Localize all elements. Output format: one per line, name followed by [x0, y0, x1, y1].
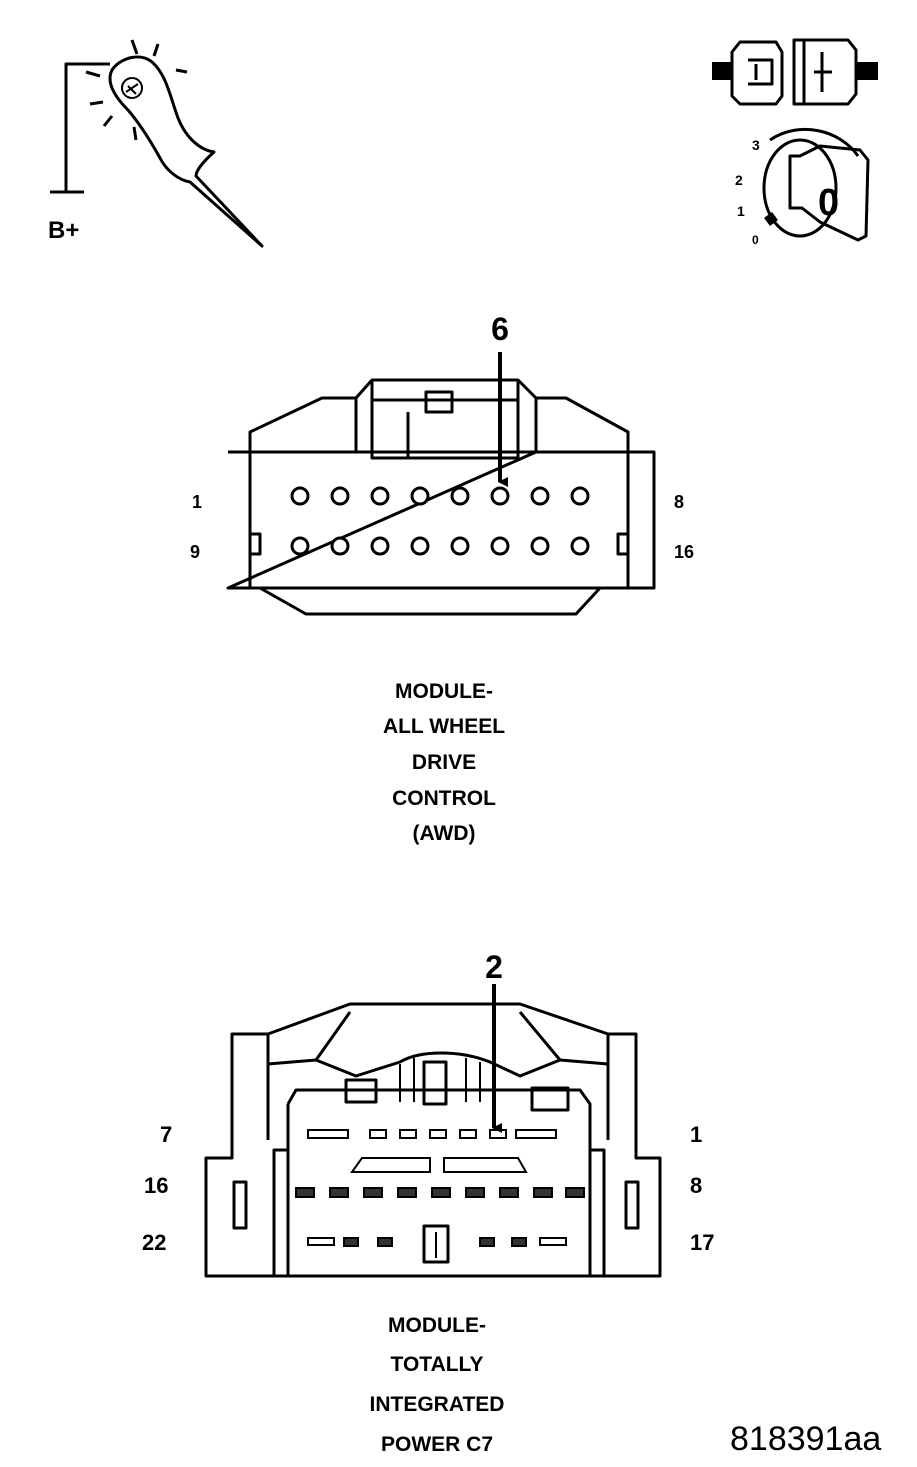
tipm-large-slot-right: [443, 1157, 528, 1173]
tipm-pin-cavity-15: [329, 1187, 349, 1198]
awd-row-label-16: 16: [674, 542, 694, 562]
awd-pointer-label: 6: [491, 311, 509, 347]
tipm-row-label-1: 1: [690, 1122, 702, 1147]
tipm-row-label-17: 17: [690, 1230, 714, 1255]
ignition-position-1: 1: [737, 203, 745, 219]
tipm-row-label-16: 16: [144, 1173, 168, 1198]
tipm-large-slot-left: [350, 1157, 431, 1173]
tipm-pin-cavity-4: [429, 1129, 447, 1139]
awd-connector: [226, 378, 656, 616]
awd-row-label-9: 9: [190, 542, 200, 562]
b-plus-label: B+: [48, 217, 79, 244]
awd-pin-cavity-5: [450, 486, 470, 506]
tipm-pin-cavity-11: [465, 1187, 485, 1198]
tipm-caption-line-4: POWER C7: [381, 1433, 493, 1456]
ignition-position-2: 2: [735, 172, 743, 188]
awd-pin-cavity-10: [330, 536, 350, 556]
tipm-caption-line-1: MODULE-: [388, 1314, 486, 1337]
awd-pin-cavity-1: [290, 486, 310, 506]
tipm-pin-cavity-18: [511, 1237, 527, 1247]
awd-caption-line-5: (AWD): [413, 822, 476, 845]
tipm-row-label-7: 7: [160, 1122, 172, 1147]
figure-id: 818391aa: [730, 1420, 881, 1458]
tipm-pin-cavity-8: [565, 1187, 585, 1198]
tipm-pin-cavity-16: [295, 1187, 315, 1198]
awd-pin-cavity-16: [570, 536, 590, 556]
tipm-pin-cavity-7: [307, 1129, 349, 1139]
tipm-pin-cavity-17: [539, 1237, 567, 1246]
tipm-pin-cavity-1: [515, 1129, 557, 1139]
tipm-pin-cavity-9: [533, 1187, 553, 1198]
awd-pin-cavity-14: [490, 536, 510, 556]
ignition-position-0: 0: [752, 233, 759, 247]
tipm-pin-cavity-20: [377, 1237, 393, 1247]
awd-pin-cavity-2: [330, 486, 350, 506]
tipm-pin-cavity-13: [397, 1187, 417, 1198]
tipm-pin-cavity-22: [307, 1237, 335, 1246]
tipm-pin-cavity-3: [459, 1129, 477, 1139]
tipm-c7-connector: [204, 1002, 662, 1278]
tipm-pin-cavity-5: [399, 1129, 417, 1139]
awd-pin-cavity-13: [450, 536, 470, 556]
awd-caption-line-4: CONTROL: [392, 787, 496, 810]
awd-caption-line-1: MODULE-: [395, 680, 493, 703]
tipm-pin-cavity-6: [369, 1129, 387, 1139]
tipm-caption-line-2: TOTALLY: [391, 1353, 484, 1376]
awd-pin-grid: [290, 486, 590, 556]
awd-caption-line-2: ALL WHEEL: [383, 715, 505, 738]
awd-pin-cavity-7: [530, 486, 550, 506]
awd-pin-cavity-11: [370, 536, 390, 556]
awd-pin-cavity-4: [410, 486, 430, 506]
tipm-row-label-22: 22: [142, 1230, 166, 1255]
awd-pin-cavity-6: [490, 486, 510, 506]
awd-pin-cavity-9: [290, 536, 310, 556]
awd-caption-line-3: DRIVE: [412, 751, 476, 774]
awd-pin-cavity-12: [410, 536, 430, 556]
awd-pin-cavity-8: [570, 486, 590, 506]
tipm-row-label-8: 8: [690, 1173, 702, 1198]
tipm-pin-cavity-14: [363, 1187, 383, 1198]
awd-pin-cavity-15: [530, 536, 550, 556]
tipm-pointer-label: 2: [485, 949, 503, 985]
test-light-icon: [50, 39, 264, 248]
tipm-pin-cavity-12: [431, 1187, 451, 1198]
ignition-position-3: 3: [752, 137, 760, 153]
tipm-pin-cavity-19: [479, 1237, 495, 1247]
ignition-switch-icon: [762, 127, 870, 242]
key-symbol: 0: [818, 182, 839, 224]
tipm-pin-cavity-10: [499, 1187, 519, 1198]
awd-pin-cavity-3: [370, 486, 390, 506]
awd-row-label-1: 1: [192, 492, 202, 512]
awd-row-label-8: 8: [674, 492, 684, 512]
tipm-pin-cavity-21: [343, 1237, 359, 1247]
tipm-pin-grid: [295, 1129, 585, 1247]
connector-icon: [712, 38, 878, 106]
tipm-caption-line-3: INTEGRATED: [370, 1393, 505, 1416]
tipm-pin-cavity-2: [489, 1129, 507, 1139]
